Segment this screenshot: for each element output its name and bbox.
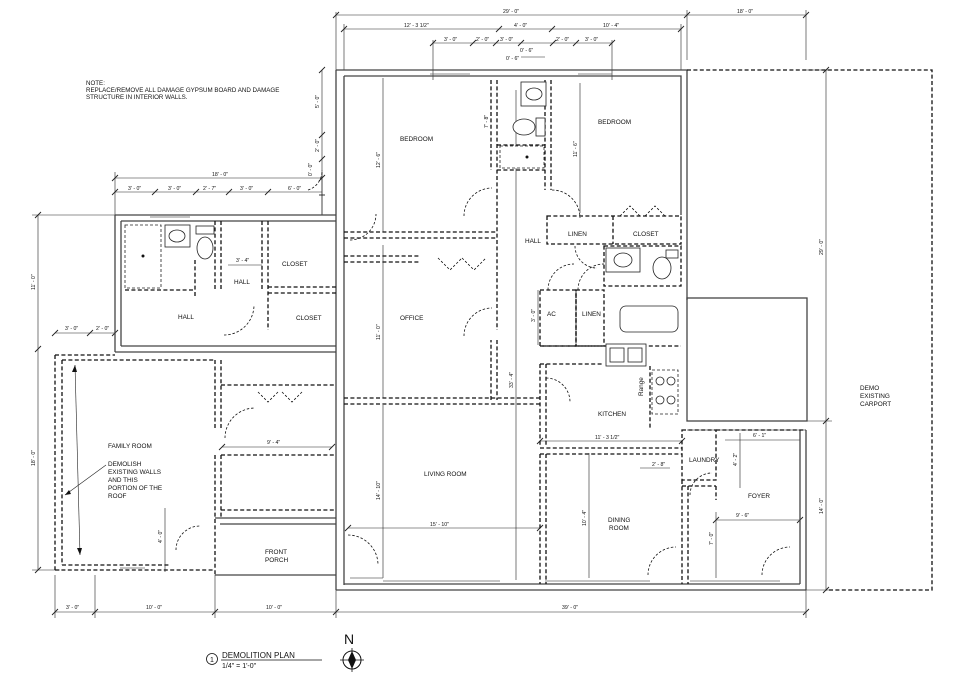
dim-v-29: 29' - 0" (819, 239, 825, 255)
carport-label-demo: DEMO (860, 385, 879, 392)
dim-ac-height: 3' - 0" (531, 309, 537, 322)
dim-top-d4: 2' - 0" (556, 37, 569, 43)
demolish-note-line-5: ROOF (108, 493, 127, 500)
demolish-note: DEMOLISH EXISTING WALLS AND THIS PORTION… (108, 461, 162, 500)
room-label-linen-2: LINEN (582, 311, 601, 318)
room-label-closet-3: CLOSET (633, 231, 659, 238)
dim-laundry-width: 6' - 1" (753, 433, 766, 439)
demolish-note-line-3: AND THIS (108, 477, 138, 484)
north-arrow: N (340, 631, 364, 672)
dim-left-w5: 3' - 0" (240, 186, 253, 192)
drawing-scale: 1/4" = 1'-0" (222, 663, 257, 670)
dim-bottom-3: 10' - 0" (266, 605, 282, 611)
dim-top-d1: 3' - 0" (444, 37, 457, 43)
detail-number: 1 (210, 657, 214, 664)
room-label-family-room: FAMILY ROOM (108, 443, 152, 450)
door-swings (175, 169, 791, 576)
dim-bottom-2: 10' - 0" (146, 605, 162, 611)
fixtures (120, 73, 679, 569)
dim-top-c: 10' - 4" (603, 23, 619, 29)
demolish-note-line-1: DEMOLISH (108, 461, 142, 468)
note-line-1: NOTE: (86, 80, 105, 87)
demolish-note-line-4: PORTION OF THE (108, 485, 162, 492)
dim-v-0: 0' - 0" (308, 163, 314, 176)
room-labels: BEDROOM BEDROOM CLOSET CLOSET CLOSET HAL… (108, 119, 891, 564)
room-label-living-room: LIVING ROOM (424, 471, 467, 478)
room-label-bedroom-east: BEDROOM (598, 119, 631, 126)
general-note: NOTE: REPLACE/REMOVE ALL DAMAGE GYPSUM B… (86, 80, 279, 101)
room-label-hall-3: HALL (525, 238, 541, 245)
dim-top-b: 4' - 0" (514, 23, 527, 29)
range-label: Range (638, 377, 645, 396)
dim-top-d2: 2' - 0" (476, 37, 489, 43)
room-label-office: OFFICE (400, 315, 423, 322)
dim-left-w6: 6' - 0" (288, 186, 301, 192)
dim-top-d3: 3' - 0" (500, 37, 513, 43)
dim-living-width: 15' - 10" (430, 522, 449, 528)
dim-left-w3: 3' - 0" (168, 186, 181, 192)
room-label-front: FRONT (265, 549, 287, 556)
dim-kitchen-small: 2' - 8" (652, 462, 665, 468)
dim-living-height: 14' - 10" (376, 481, 382, 500)
note-line-3: STRUCTURE IN INTERIOR WALLS. (86, 94, 188, 101)
room-label-foyer: FOYER (748, 493, 770, 500)
room-label-porch: PORCH (265, 557, 288, 564)
dimension-labels: 29' - 0" 18' - 0" 12' - 3 1/2" 4' - 0" 1… (31, 9, 825, 611)
dim-foyer-width: 9' - 6" (736, 513, 749, 519)
dim-v-11: 11' - 0" (31, 274, 37, 290)
dim-office-height: 11' - 0" (376, 324, 382, 340)
dim-top-d7: 0' - 6" (506, 56, 519, 62)
dim-bedroom-west-height: 12' - 6" (376, 152, 382, 168)
demolish-note-line-2: EXISTING WALLS (108, 469, 161, 476)
north-letter: N (344, 631, 354, 647)
dim-family-inner-height: 4' - 0" (158, 530, 164, 543)
detail-number-bubble (206, 653, 218, 665)
room-label-hall-1: HALL (234, 279, 250, 286)
dim-top-right: 18' - 0" (737, 9, 753, 15)
dim-bedroom-east-height: 11' - 6" (573, 141, 579, 157)
dim-left-w1: 18' - 0" (212, 172, 228, 178)
room-label-dining-room: ROOM (609, 525, 629, 532)
room-label-dining: DINING (608, 517, 630, 524)
carport-label-existing: EXISTING (860, 393, 890, 400)
dim-top-d6: 0' - 6" (520, 48, 533, 54)
dimension-lines (32, 10, 832, 618)
room-label-hall-2: HALL (178, 314, 194, 321)
room-label-ac: AC (547, 311, 556, 318)
room-label-linen-1: LINEN (568, 231, 587, 238)
dim-foyer-height: 7' - 0" (709, 532, 715, 545)
dim-bottom-4: 39' - 0" (562, 605, 578, 611)
dim-top-d5: 3' - 0" (585, 37, 598, 43)
dim-family-inner-width: 9' - 4" (267, 440, 280, 446)
carport-label-carport: CARPORT (860, 401, 891, 408)
room-label-bedroom-west: BEDROOM (400, 136, 433, 143)
dim-bottom-1: 3' - 0" (66, 605, 79, 611)
dim-kitchen-width: 11' - 3 1/2" (595, 435, 620, 441)
dim-v-14: 14' - 0" (819, 498, 825, 514)
dim-family-a: 3' - 0" (65, 326, 78, 332)
note-line-2: REPLACE/REMOVE ALL DAMAGE GYPSUM BOARD A… (86, 87, 279, 94)
room-label-closet-2: CLOSET (296, 315, 322, 322)
dim-hall-height: 33' - 4" (509, 372, 515, 388)
room-label-closet-1: CLOSET (282, 261, 308, 268)
room-label-kitchen: KITCHEN (598, 411, 626, 418)
dim-left-w2: 3' - 0" (128, 186, 141, 192)
dim-left-w4: 2' - 7" (203, 186, 216, 192)
room-label-laundry: LAUNDRY (689, 457, 720, 464)
dim-top-a: 12' - 3 1/2" (404, 23, 429, 29)
dim-v-5: 5' - 0" (315, 95, 321, 108)
dim-v-2: 2' - 0" (315, 139, 321, 152)
dim-top-overall: 29' - 0" (503, 9, 519, 15)
dim-laundry-height: 4' - 2" (733, 453, 739, 466)
drawing-title-block: 1 DEMOLITION PLAN 1/4" = 1'-0" (206, 651, 322, 670)
dim-hall-width: 3' - 4" (236, 258, 249, 264)
existing-walls (114, 69, 808, 591)
drawing-title: DEMOLITION PLAN (222, 651, 295, 660)
dim-v-18: 18' - 0" (31, 450, 37, 466)
dim-dining-height: 10' - 4" (582, 510, 588, 526)
dim-family-b: 2' - 0" (96, 326, 109, 332)
dim-bath-height: 7' - 8" (484, 115, 490, 128)
